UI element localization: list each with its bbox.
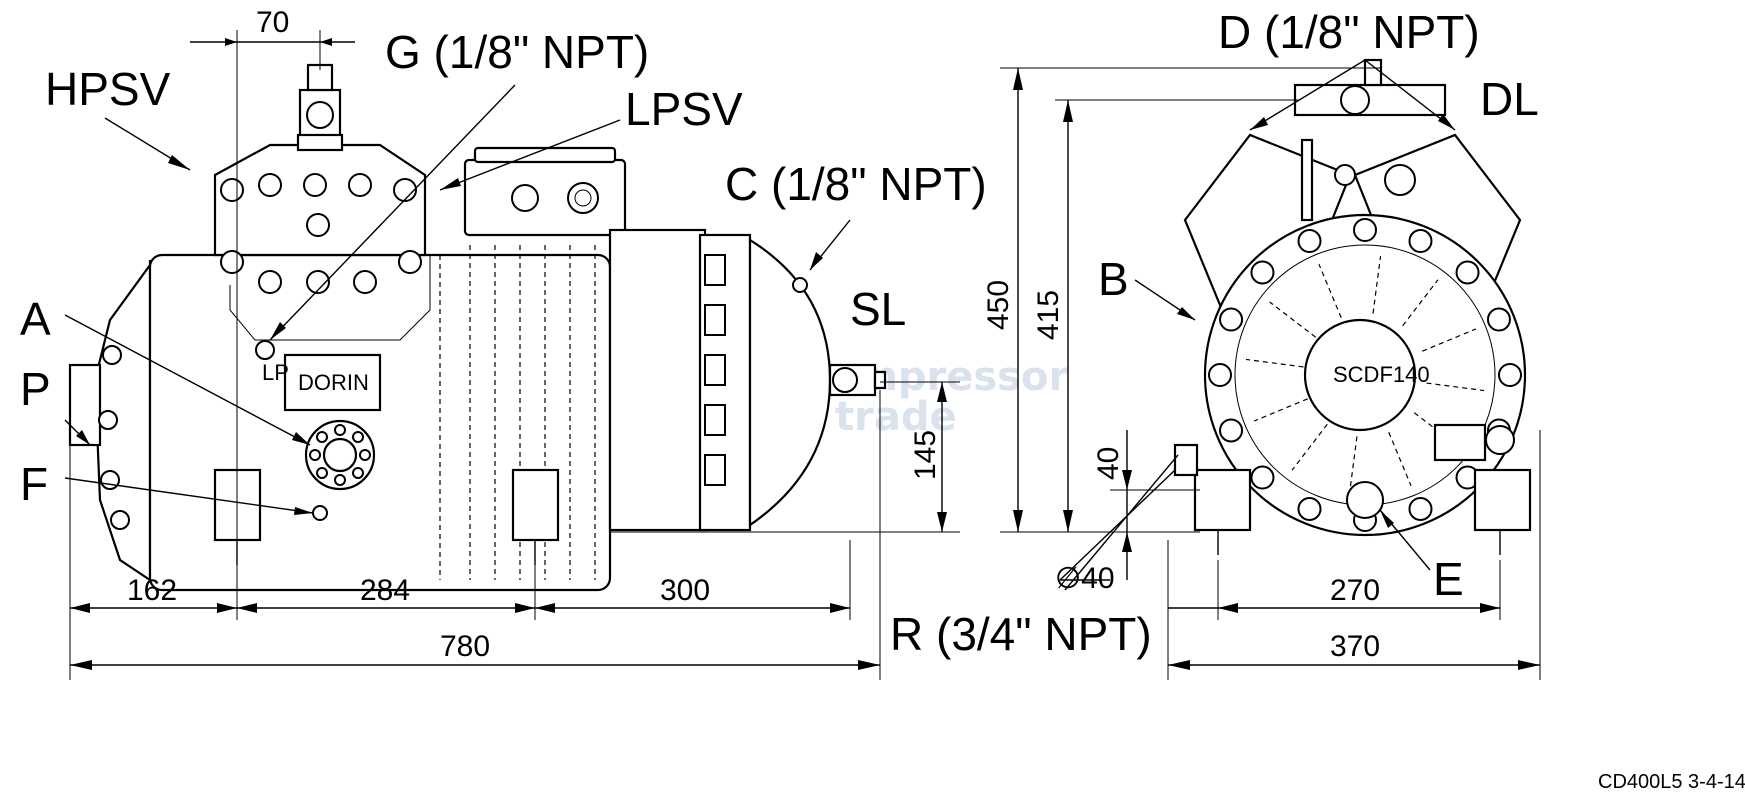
housing-rib <box>1348 436 1358 495</box>
housing-bolt <box>1208 363 1232 387</box>
housing-bolt <box>1486 307 1511 332</box>
port-r <box>1173 443 1199 477</box>
dim-70: 70 <box>256 6 289 39</box>
label-g: G (1/8" NPT) <box>385 26 649 78</box>
dim-145: 145 <box>909 430 942 480</box>
housing-rib <box>1318 263 1342 318</box>
lp-port <box>255 340 275 360</box>
dim-780: 780 <box>440 630 490 663</box>
housing-bolt <box>1455 260 1480 285</box>
dim-300: 300 <box>660 574 710 607</box>
housing-rib <box>1422 328 1477 352</box>
side-view: DORIN LP <box>68 63 887 592</box>
dimension-lines <box>69 30 1541 680</box>
housing-rib <box>1402 279 1439 327</box>
port-c <box>792 277 808 293</box>
housing-bolt <box>1250 465 1275 490</box>
dim-270: 270 <box>1330 574 1380 607</box>
motor-plate-text: SCDF140 <box>1333 362 1430 387</box>
label-f: F <box>20 458 48 510</box>
nameplate-text: DORIN <box>298 370 369 395</box>
callout-labels: HPSV G (1/8" NPT) LPSV C (1/8" NPT) SL A… <box>20 6 1539 660</box>
housing-bolt <box>1219 307 1244 332</box>
foot-rear <box>511 468 560 542</box>
label-c: C (1/8" NPT) <box>725 158 987 210</box>
housing-rib <box>1388 432 1412 487</box>
foot-right <box>1473 468 1532 532</box>
drawing-code: CD400L5 3-4-14 <box>1598 771 1745 793</box>
label-d: D (1/8" NPT) <box>1218 6 1480 58</box>
label-e: E <box>1433 553 1464 605</box>
housing-rib <box>1291 423 1328 471</box>
drain-plug-f <box>312 505 328 521</box>
flange-bolts <box>704 254 726 486</box>
housing-rib <box>1426 382 1485 392</box>
housing-rib <box>1253 398 1308 422</box>
cylinder-head <box>213 143 427 257</box>
dim-450: 450 <box>982 280 1015 330</box>
watermark-text-2: trade <box>835 394 957 440</box>
label-lpsv: LPSV <box>625 83 743 135</box>
housing-bolt <box>1408 496 1433 521</box>
dim-40: 40 <box>1092 447 1125 480</box>
housing-bolt <box>1250 260 1275 285</box>
dimension-values: 70 162 284 300 780 145 450 415 40 ∅40 27… <box>127 6 1380 663</box>
housing-bolt <box>1353 218 1377 242</box>
label-hpsv: HPSV <box>45 63 171 115</box>
leader-lines <box>64 59 1456 591</box>
motor-end-plate <box>1303 318 1417 432</box>
dim-162: 162 <box>127 574 177 607</box>
dim-dia40: ∅40 <box>1055 562 1115 595</box>
housing-bolt <box>1219 418 1244 443</box>
dim-415: 415 <box>1032 290 1065 340</box>
housing-bolt <box>1297 496 1322 521</box>
housing-rib <box>1269 301 1317 338</box>
label-sl: SL <box>850 283 906 335</box>
motor-section <box>608 228 707 532</box>
label-r: R (3/4" NPT) <box>890 608 1152 660</box>
oil-drain-e <box>1346 481 1384 519</box>
label-p: P <box>20 363 51 415</box>
housing-bolt <box>1408 229 1433 254</box>
label-dl: DL <box>1480 73 1539 125</box>
front-view: SCDF140 <box>1173 58 1532 555</box>
oil-pump <box>68 363 102 447</box>
housing-rib <box>1245 358 1304 368</box>
motor-end-cap <box>748 238 832 528</box>
nameplate <box>283 353 382 412</box>
dim-370: 370 <box>1330 630 1380 663</box>
dim-284: 284 <box>360 574 410 607</box>
lp-mark: LP <box>262 360 289 385</box>
label-b: B <box>1098 253 1129 305</box>
foot-left <box>1193 468 1252 532</box>
label-a: A <box>20 293 51 345</box>
housing-bolt <box>1498 363 1522 387</box>
housing-rib <box>1372 255 1382 314</box>
sensor-box <box>1433 423 1487 462</box>
housing-bolt <box>1297 229 1322 254</box>
